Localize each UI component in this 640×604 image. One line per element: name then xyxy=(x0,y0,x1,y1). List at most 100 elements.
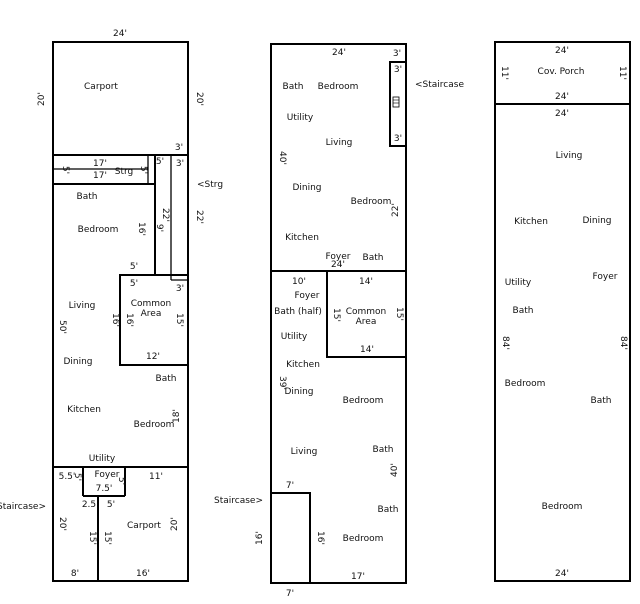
room-label: Bath xyxy=(77,192,98,202)
dimension-label: 24' xyxy=(113,29,127,39)
room-label: Bath xyxy=(156,374,177,384)
room-label: Dining xyxy=(582,216,611,226)
dimension-label: 11' xyxy=(617,66,627,80)
room-label: Bath xyxy=(378,505,399,515)
room-label: Kitchen xyxy=(286,360,320,370)
room-label: Utility xyxy=(505,278,532,288)
room-label: Foyer xyxy=(326,252,351,262)
dimension-label: 16' xyxy=(136,222,146,236)
dimension-label: 7' xyxy=(286,589,294,599)
room-label: Dining xyxy=(63,357,92,367)
room-label: Bedroom xyxy=(542,502,583,512)
dimension-label: 39' xyxy=(277,376,287,390)
dimension-label: 22' xyxy=(194,210,204,224)
room-label: Bath xyxy=(283,82,304,92)
room-label-line: Area xyxy=(141,309,162,319)
room-label: Cov. Porch xyxy=(538,67,585,77)
dimension-label: 24' xyxy=(555,92,569,102)
room-label: Utility xyxy=(287,113,314,123)
room-label: Utility xyxy=(281,332,308,342)
dimension-label: 3' xyxy=(175,143,183,153)
dimension-label: 5' xyxy=(138,166,148,174)
room-label: Bedroom xyxy=(505,379,546,389)
room-label: Living xyxy=(69,301,96,311)
dimension-label: 5.5' xyxy=(59,472,76,482)
room-label: Bedroom xyxy=(351,197,392,207)
room-label: Kitchen xyxy=(514,217,548,227)
dimension-label: 40' xyxy=(277,151,287,165)
dimension-label: 3' xyxy=(176,284,184,294)
dimension-label: 5' xyxy=(130,262,138,272)
room-label: Bath xyxy=(363,253,384,263)
dimension-label: 10' xyxy=(292,277,306,287)
plan3-outline xyxy=(494,41,631,582)
dimension-label: 84' xyxy=(500,336,510,350)
dimension-label: 8' xyxy=(71,569,79,579)
dimension-label: 17' xyxy=(351,572,365,582)
dimension-label: 40' xyxy=(390,463,400,477)
dimension-label: 9' xyxy=(154,224,164,232)
dimension-label: 24' xyxy=(555,46,569,56)
dimension-label: 3' xyxy=(393,49,401,59)
room-label: Bedroom xyxy=(134,420,175,430)
room-label: Utility xyxy=(89,454,116,464)
dimension-label: 20' xyxy=(170,517,180,531)
room-label: Bath xyxy=(373,445,394,455)
room-label: Living xyxy=(291,447,318,457)
dimension-label: 5' xyxy=(60,166,70,174)
room-label: Dining xyxy=(284,387,313,397)
dimension-label: 2.5 xyxy=(82,500,96,510)
dimension-label: 7' xyxy=(286,481,294,491)
dimension-label: 3' xyxy=(176,159,184,169)
dimension-label: 17' xyxy=(93,159,107,169)
dimension-label: 15' xyxy=(87,531,97,545)
room-label-line: Area xyxy=(356,317,377,327)
room-label: Bedroom xyxy=(343,534,384,544)
dimension-label: 24' xyxy=(331,260,345,270)
floor-plan-3: 24' Cov. Porch 11' 11' 24' 24' Living Ki… xyxy=(494,41,631,582)
dimension-label: 15' xyxy=(394,307,404,321)
dimension-label: 50' xyxy=(57,320,67,334)
room-label: Carport xyxy=(84,82,118,92)
room-label-line: Common xyxy=(346,307,387,317)
room-label: Bedroom xyxy=(318,82,359,92)
dimension-label: 11' xyxy=(499,66,509,80)
room-label: Kitchen xyxy=(285,233,319,243)
room-label: Foyer xyxy=(593,272,618,282)
room-label: Bath xyxy=(591,396,612,406)
stairs-icon-frame xyxy=(392,96,400,108)
floor-plan-1: 24' Carport 20' 20' 3' 17' 17' Strg 5' 5… xyxy=(0,29,223,582)
stairs-icon xyxy=(392,96,400,108)
room-label: Strg xyxy=(115,167,134,177)
dimension-label: 24' xyxy=(555,109,569,119)
dimension-label: 12' xyxy=(146,352,160,362)
room-label: Dining xyxy=(292,183,321,193)
dimension-label: 16' xyxy=(315,531,325,545)
dimension-label: 5' xyxy=(72,473,82,481)
dimension-label: 3' xyxy=(394,134,402,144)
dimension-label: 14' xyxy=(359,277,373,287)
staircase-pointer-label: <Staircase xyxy=(415,80,464,90)
dimension-label: 5' xyxy=(156,157,164,167)
room-label: Bath (half) xyxy=(274,307,322,317)
dimension-label: 20' xyxy=(37,92,47,106)
dimension-label: 16' xyxy=(136,569,150,579)
dimension-label: 20' xyxy=(57,517,67,531)
dimension-label: 84' xyxy=(618,336,628,350)
room-label: Carport xyxy=(127,521,161,531)
room-label: Foyer xyxy=(295,291,320,301)
dimension-label: 7.5' xyxy=(96,484,113,494)
staircase-pointer-label: Staircase> xyxy=(0,502,46,512)
dimension-label: 14' xyxy=(360,345,374,355)
room-label: Bedroom xyxy=(343,396,384,406)
staircase-room xyxy=(270,492,311,584)
staircase-room xyxy=(389,61,407,147)
dimension-label: 24' xyxy=(555,569,569,579)
dimension-label: 5' xyxy=(107,500,115,510)
room-label: Bedroom xyxy=(78,225,119,235)
dimension-label: 3' xyxy=(394,65,402,75)
dimension-label: 15' xyxy=(102,531,112,545)
